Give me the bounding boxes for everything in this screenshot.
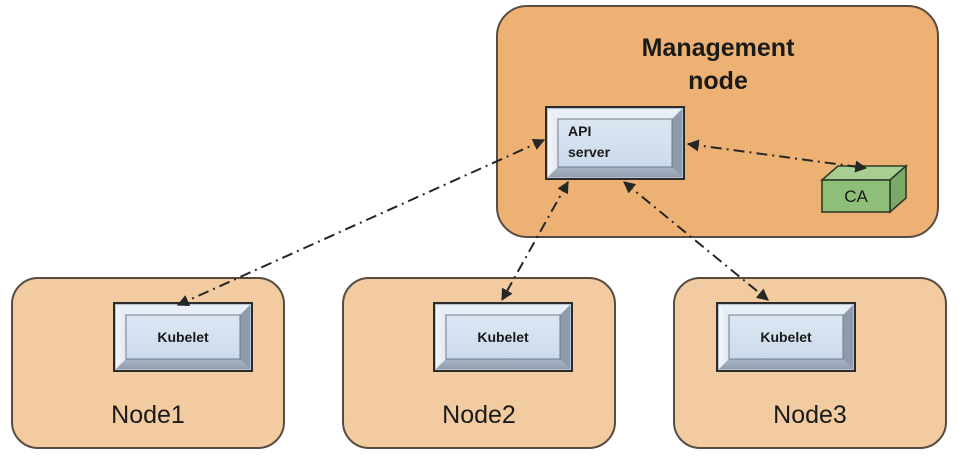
kubelet-face-node2: [445, 314, 561, 360]
worker-node-1-title: Node1: [111, 401, 185, 429]
kubelet-bevel-right-node2: [560, 305, 570, 369]
api-server-label-line2: server: [568, 144, 611, 160]
kubelet-label-node3: Kubelet: [760, 329, 812, 345]
worker-node-2-title: Node2: [442, 401, 516, 429]
management-node-group[interactable]: Management node API server CA: [496, 5, 939, 238]
kubelet-box-node2[interactable]: Kubelet: [433, 302, 573, 372]
ca-cube[interactable]: CA: [819, 164, 909, 214]
api-server-bevel-bottom: [548, 167, 682, 177]
api-server-bevel-top: [548, 109, 682, 119]
kubelet-bevel-top-node3: [719, 305, 853, 315]
api-server-face: [557, 118, 673, 168]
connector-api-server-to-kubelet-node1[interactable]: [176, 138, 546, 307]
worker-node-2-group[interactable]: Kubelet Node2: [342, 277, 616, 449]
api-server-bevel-left: [548, 109, 558, 177]
management-node-title-line1: Management: [642, 34, 795, 62]
kubelet-face-node3: [728, 314, 844, 360]
worker-node-3-group[interactable]: Kubelet Node3: [673, 277, 947, 449]
kubelet-bevel-right-node3: [843, 305, 853, 369]
api-server-label-line1: API: [568, 123, 591, 139]
kubelet-face-node1: [125, 314, 241, 360]
kubelet-box-node3[interactable]: Kubelet: [716, 302, 856, 372]
kubelet-bevel-bottom-node1: [116, 359, 250, 369]
ca-cube-label: CA: [844, 187, 868, 206]
kubelet-label-node2: Kubelet: [477, 329, 529, 345]
connector-api-server-to-ca[interactable]: [686, 139, 868, 173]
kubelet-bevel-top-node1: [116, 305, 250, 315]
api-server-bevel-right: [672, 109, 682, 177]
kubelet-bevel-bottom-node3: [719, 359, 853, 369]
api-server-box[interactable]: API server: [545, 106, 685, 180]
kubelet-bevel-left-node3: [719, 305, 729, 369]
kubelet-bevel-right-node1: [240, 305, 250, 369]
kubelet-bevel-bottom-node2: [436, 359, 570, 369]
management-node-title-line2: node: [688, 67, 748, 95]
kubelet-bevel-left-node2: [436, 305, 446, 369]
connectors-layer: [176, 138, 868, 307]
kubelet-bevel-left-node1: [116, 305, 126, 369]
worker-node-1-group[interactable]: Kubelet Node1: [11, 277, 285, 449]
worker-node-3-title: Node3: [773, 401, 847, 429]
ca-cube-front-face: [821, 179, 891, 213]
kubelet-label-node1: Kubelet: [157, 329, 209, 345]
kubelet-bevel-top-node2: [436, 305, 570, 315]
connector-api-server-to-kubelet-node3[interactable]: [623, 181, 769, 301]
kubelet-box-node1[interactable]: Kubelet: [113, 302, 253, 372]
